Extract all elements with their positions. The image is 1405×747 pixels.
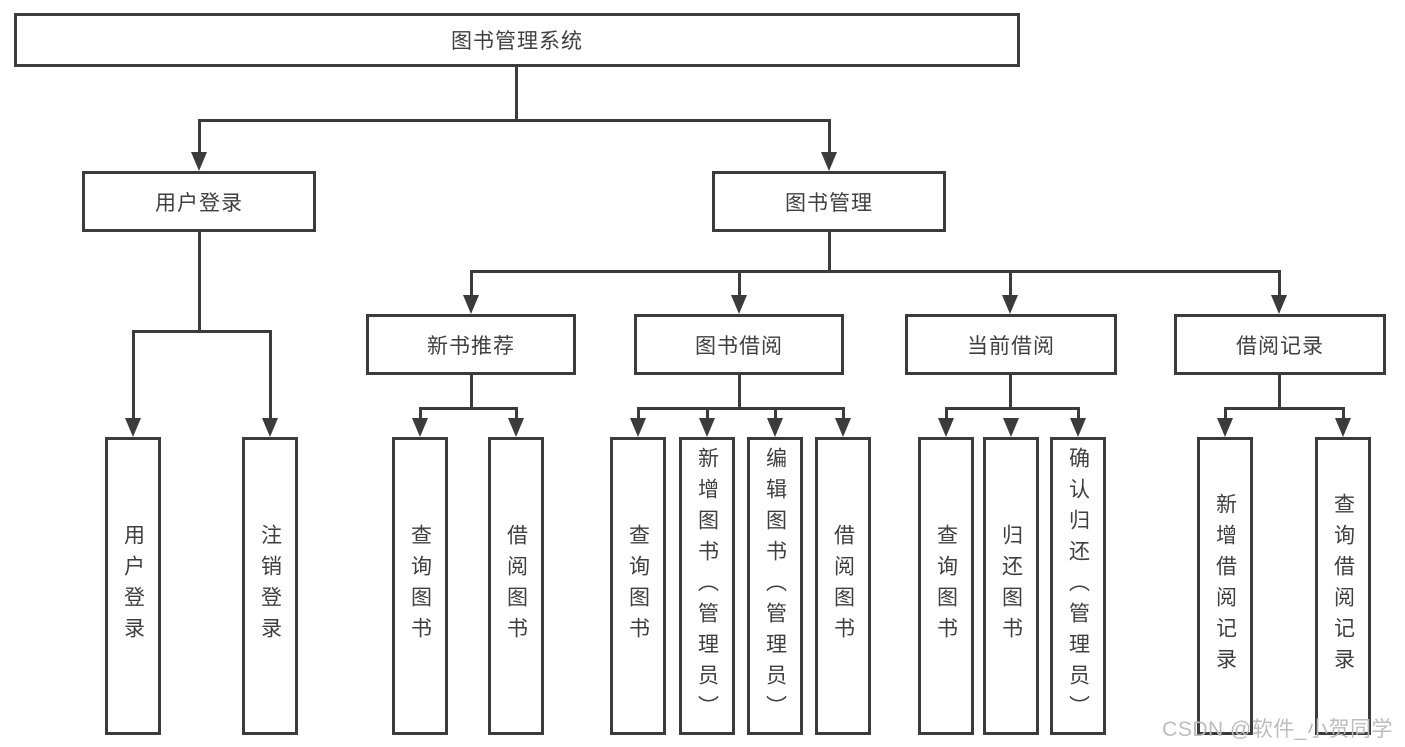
arrow-down-icon: [262, 418, 278, 437]
arrow-down-icon: [412, 418, 428, 437]
node-borrowing-records: 借阅记录: [1174, 314, 1386, 375]
arrow-down-icon: [699, 418, 715, 437]
node-label: 图书管理系统: [451, 30, 583, 53]
connector: [738, 270, 741, 297]
connector: [132, 330, 135, 421]
node-book-borrowing: 图书借阅: [634, 314, 844, 375]
node-label: 新增图书（管理员）: [695, 446, 719, 726]
node-leaf-borrow-books-recommend: 借阅图书: [488, 437, 544, 735]
node-label: 注销登录: [258, 524, 282, 648]
node-label: 查询图书: [934, 524, 958, 648]
node-new-book-recommendation: 新书推荐: [366, 314, 576, 375]
connector: [1077, 407, 1080, 420]
arrow-down-icon: [1335, 418, 1351, 437]
arrow-down-icon: [630, 418, 646, 437]
connector: [637, 407, 845, 410]
connector: [945, 407, 1080, 410]
node-label: 新增借阅记录: [1213, 493, 1237, 679]
arrow-down-icon: [508, 418, 524, 437]
arrow-down-icon: [938, 418, 954, 437]
connector: [1278, 270, 1281, 297]
connector: [828, 230, 831, 272]
connector: [132, 330, 272, 333]
connector: [1278, 373, 1281, 409]
node-leaf-user-login: 用户登录: [105, 437, 161, 735]
arrow-down-icon: [1271, 295, 1287, 314]
node-library-management-system: 图书管理系统: [14, 13, 1020, 67]
arrow-down-icon: [821, 152, 837, 171]
node-leaf-confirm-return-admin: 确认归还（管理员）: [1050, 437, 1106, 735]
arrow-down-icon: [463, 295, 479, 314]
node-label: 归还图书: [999, 524, 1023, 648]
connector: [1009, 373, 1012, 409]
node-leaf-borrow-books: 借阅图书: [815, 437, 871, 735]
watermark: CSDN @软件_小贺同学: [1162, 718, 1393, 741]
arrow-down-icon: [767, 418, 783, 437]
connector: [419, 407, 422, 420]
connector: [1224, 407, 1345, 410]
connector: [419, 407, 518, 410]
node-label: 编辑图书（管理员）: [763, 446, 787, 726]
node-label: 查询图书: [626, 524, 650, 648]
node-label: 借阅记录: [1236, 334, 1324, 358]
node-book-management-module: 图书管理: [712, 171, 946, 232]
node-label: 查询借阅记录: [1331, 493, 1355, 679]
node-label: 用户登录: [155, 191, 243, 215]
node-leaf-edit-books-admin: 编辑图书（管理员）: [747, 437, 803, 735]
connector: [1224, 407, 1227, 420]
arrow-down-icon: [1002, 295, 1018, 314]
connector: [470, 270, 1281, 273]
node-label: 用户登录: [121, 524, 145, 648]
connector: [269, 330, 272, 421]
connector: [945, 407, 948, 420]
node-label: 新书推荐: [427, 334, 515, 358]
arrow-down-icon: [191, 152, 207, 171]
node-leaf-add-books-admin: 新增图书（管理员）: [679, 437, 735, 735]
node-label: 借阅图书: [504, 524, 528, 648]
node-leaf-query-books-borrowing: 查询图书: [610, 437, 666, 735]
arrow-down-icon: [1070, 418, 1086, 437]
node-leaf-logout: 注销登录: [242, 437, 298, 735]
arrow-down-icon: [1217, 418, 1233, 437]
node-label: 借阅图书: [831, 524, 855, 648]
connector: [198, 119, 831, 122]
connector: [1009, 270, 1012, 297]
node-user-login-module: 用户登录: [82, 171, 316, 232]
node-label: 确认归还（管理员）: [1066, 446, 1090, 726]
node-leaf-return-books: 归还图书: [983, 437, 1039, 735]
connector: [842, 407, 845, 420]
connector: [738, 373, 741, 409]
connector: [515, 65, 518, 122]
arrow-down-icon: [731, 295, 747, 314]
connector: [706, 407, 709, 420]
node-label: 图书借阅: [695, 334, 783, 358]
node-label: 查询图书: [408, 524, 432, 648]
node-label: 当前借阅: [967, 334, 1055, 358]
connector: [774, 407, 777, 420]
node-leaf-query-books-recommend: 查询图书: [392, 437, 448, 735]
connector: [637, 407, 640, 420]
connector: [198, 119, 201, 155]
node-leaf-query-books-current: 查询图书: [918, 437, 974, 735]
connector: [198, 230, 201, 333]
connector: [470, 373, 473, 409]
arrow-down-icon: [1003, 418, 1019, 437]
node-label: 图书管理: [785, 191, 873, 215]
node-leaf-add-borrow-record: 新增借阅记录: [1197, 437, 1253, 735]
arrow-down-icon: [125, 418, 141, 437]
connector: [515, 407, 518, 420]
arrow-down-icon: [835, 418, 851, 437]
connector: [828, 119, 831, 155]
node-leaf-query-borrow-record: 查询借阅记录: [1315, 437, 1371, 735]
connector: [1342, 407, 1345, 420]
connector: [470, 270, 473, 297]
node-current-borrowing: 当前借阅: [905, 314, 1117, 375]
